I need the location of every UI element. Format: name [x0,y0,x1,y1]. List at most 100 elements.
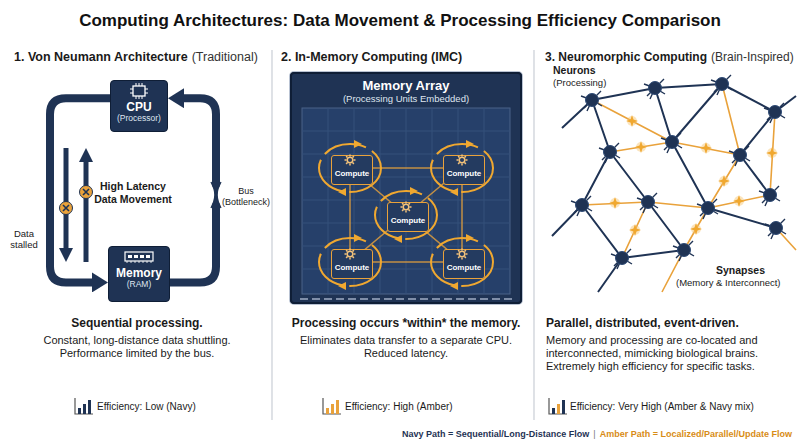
panel-heading: 1. Von Neumann Architecture [14,50,188,65]
flow-note: High Latency Data Movement [92,180,174,205]
neuron [599,143,620,163]
loop-head [450,188,458,196]
array-bus-strip [300,298,512,300]
legend-text: Amber Path = Localized/Parallel/Update F… [600,429,792,440]
efficiency-icon [75,398,93,414]
node-label: Compute [444,170,484,179]
spark [626,115,638,127]
spark [733,195,745,207]
part-name: Synapses [716,264,765,277]
neuron [581,91,602,111]
array-grid-lines [302,108,510,294]
neurons [571,75,786,269]
icon-bar [83,404,86,414]
ram-pins [127,261,151,263]
update-loop [375,191,437,239]
gear-icon [345,155,356,166]
summary-heading: Processing occurs *within* the memory. [292,316,521,330]
flow-note: Data stalled [4,228,44,251]
ram-chips [128,255,150,258]
memory-box: Memory(RAM) [108,246,170,302]
synapse-sparks [609,115,778,236]
bottleneck-cut [210,182,215,208]
cpu-chip-icon [130,83,148,99]
legend-separator: | [593,429,595,440]
icon-bar [552,408,555,414]
spark [718,175,730,187]
neuron [611,249,632,269]
node-label: Memory Array [292,79,520,94]
neuron [697,199,718,219]
update-loop [319,238,381,286]
panel-heading: 3. Neuromorphic Computing [545,50,707,64]
neuron [729,146,750,166]
icon-axis [323,398,341,414]
gear-icon [457,155,468,166]
bottleneck-edge [217,182,221,208]
node-sublabel: (RAM) [109,280,169,290]
flow-note: Bus (Bottleneck) [222,186,270,208]
gear-icon [345,249,356,260]
spark [629,224,641,236]
legend-text: Navy Path = Sequential/Long-Distance Flo… [402,429,589,440]
spark [700,142,712,154]
update-loop [431,238,493,286]
navy-links [552,84,796,292]
array-grid-area [302,108,510,294]
neuron [711,75,732,95]
icon-bar [326,408,329,414]
icon-axis [75,398,93,414]
node-label: Compute [388,217,428,226]
bottleneck-cut [218,182,223,208]
data-arrow-head [79,148,93,162]
efficiency-rating: Efficiency: Low (Navy) [97,401,196,413]
summary-heading: Sequential processing. [71,316,202,330]
summary-heading: Parallel, distributed, event-driven. [546,316,739,330]
neuron [673,241,694,261]
node-sublabel: (Processing Units Embedded) [292,94,520,105]
efficiency-rating: Efficiency: High (Amber) [345,401,453,413]
update-loop [319,144,381,192]
data-arrow-head [59,248,73,262]
neural-network [552,75,796,292]
bottleneck-edge [211,182,215,208]
icon-bar [88,400,91,414]
part-note: (Memory & Interconnect) [676,277,781,288]
bus-arrow [170,98,216,282]
ram-icon [125,252,153,263]
neuron [661,133,682,153]
chip-pins [130,83,148,99]
neuron [764,103,785,123]
spark [690,223,702,235]
bus-bottleneck [210,182,222,208]
panel-divider [271,50,272,420]
loop-head [466,140,474,148]
memory-array-fill [290,72,522,304]
node-label: Compute [444,264,484,273]
neuron [759,186,780,206]
loop-head [338,188,346,196]
panel-heading: 2. In-Memory Computing (IMC) [281,50,462,65]
node-label: Compute [332,264,372,273]
loop-head [354,140,362,148]
icon-bar [336,400,339,414]
loop-head [338,282,346,290]
label-row: 1. Von Neumann Architecture(Traditional) [14,50,258,65]
data-arrow-shaft [84,160,89,262]
loop-head [354,234,362,242]
panel-subheading: (Brain-Inspired) [711,50,794,64]
neuron [644,79,665,99]
loop-head [394,235,402,243]
stall-marker [60,202,73,215]
summary-text: Constant, long-distance data shuttling. … [14,334,260,360]
neuron [571,196,592,216]
icon-bar [331,404,334,414]
ram-stick [125,252,153,261]
stalled-data-arrows [59,148,93,262]
node-label: CPU [111,101,167,114]
compute-unit: Compute [443,155,485,185]
panel-divider [533,50,534,420]
compute-unit: Compute [331,249,373,279]
part-note: (Processing) [553,77,606,88]
